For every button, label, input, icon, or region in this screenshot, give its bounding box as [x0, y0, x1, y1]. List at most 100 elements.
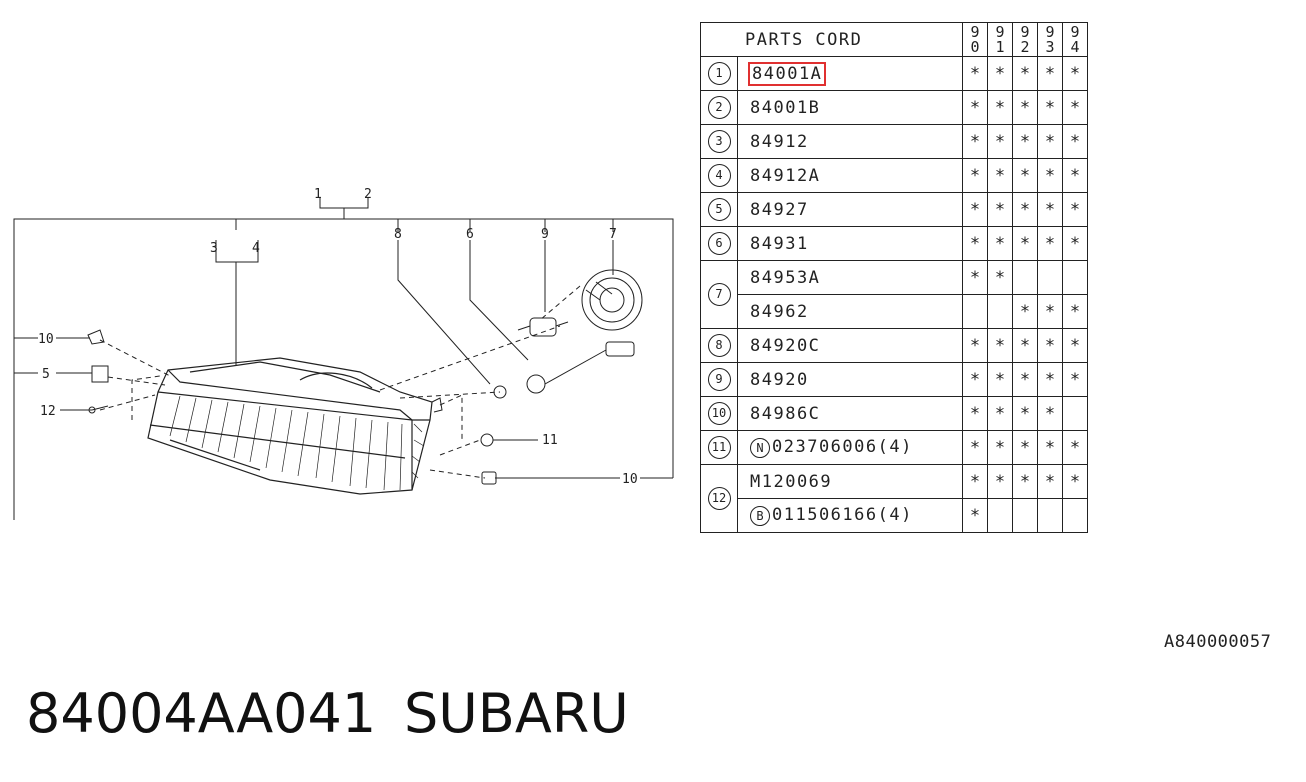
part-code-highlighted[interactable]: 84001A — [747, 61, 827, 86]
part-code[interactable]: 84912A — [750, 165, 821, 186]
parts-cord-header: PARTS CORD — [700, 22, 963, 57]
year-applicability-cell: * — [1062, 362, 1088, 397]
part-code[interactable]: 84920 — [750, 369, 809, 390]
year-applicability-cell: * — [962, 430, 988, 465]
part-code-cell: 84962 — [737, 294, 963, 329]
part-code[interactable]: 84001B — [750, 97, 821, 118]
year-applicability-cell: * — [1037, 90, 1063, 125]
part-code-cell: 84920C — [737, 328, 963, 363]
callout-8: 8 — [394, 227, 402, 242]
callout-3: 3 — [210, 241, 218, 256]
ref-number-cell: 11 — [700, 430, 738, 465]
part-code[interactable]: 023706006(4) — [772, 437, 913, 457]
part-code-cell: 84953A — [737, 260, 963, 295]
ref-number-cell: 12 — [700, 464, 738, 533]
year-applicability-cell: * — [1037, 192, 1063, 227]
ref-number: 8 — [707, 334, 731, 357]
part-code[interactable]: 84912 — [750, 131, 809, 152]
part-code-cell: 84920 — [737, 362, 963, 397]
part-code[interactable]: 84927 — [750, 199, 809, 220]
ref-number-cell: 8 — [700, 328, 738, 363]
year-applicability-cell: * — [987, 90, 1013, 125]
ref-number-cell: 2 — [700, 90, 738, 125]
year-applicability-cell: * — [1062, 158, 1088, 193]
part-code[interactable]: 84986C — [750, 403, 821, 424]
year-applicability-cell — [1062, 498, 1088, 533]
part-code-cell: 84986C — [737, 396, 963, 431]
year-applicability-cell: * — [1062, 192, 1088, 227]
footer-brand: SUBARU — [404, 682, 629, 745]
part-code[interactable]: 84962 — [750, 301, 809, 322]
ref-number: 5 — [707, 198, 731, 221]
year-applicability-cell: * — [1062, 90, 1088, 125]
part-code-cell: M120069 — [737, 464, 963, 499]
part-code[interactable]: 84920C — [750, 335, 821, 356]
year-applicability-cell: * — [1062, 226, 1088, 261]
year-applicability-cell: * — [962, 396, 988, 431]
year-applicability-cell: * — [962, 498, 988, 533]
ref-number-cell: 10 — [700, 396, 738, 431]
callout-10-left: 10 — [38, 332, 54, 347]
part-code[interactable]: 84953A — [750, 267, 821, 288]
ref-number-cell: 1 — [700, 56, 738, 91]
ref-number-cell: 4 — [700, 158, 738, 193]
year-applicability-cell: * — [962, 192, 988, 227]
callout-10-right: 10 — [622, 472, 638, 487]
year-applicability-cell: * — [1012, 294, 1038, 329]
year-applicability-cell: * — [1012, 328, 1038, 363]
year-applicability-cell — [1037, 260, 1063, 295]
ref-number-cell: 7 — [700, 260, 738, 329]
year-applicability-cell: * — [987, 396, 1013, 431]
year-applicability-cell: * — [962, 362, 988, 397]
ref-number: 9 — [707, 368, 731, 391]
part-code-cell: 84001B — [737, 90, 963, 125]
year-applicability-cell: * — [1012, 464, 1038, 499]
ref-number: 12 — [707, 487, 731, 510]
year-applicability-cell — [987, 294, 1013, 329]
year-applicability-cell: * — [1012, 430, 1038, 465]
year-applicability-cell: * — [1012, 226, 1038, 261]
year-applicability-cell: * — [962, 124, 988, 159]
year-applicability-cell: * — [1012, 124, 1038, 159]
year-applicability-cell: * — [987, 260, 1013, 295]
year-applicability-cell: * — [1062, 430, 1088, 465]
year-applicability-cell: * — [1037, 294, 1063, 329]
part-code-cell: 84001A — [737, 56, 963, 91]
year-applicability-cell — [962, 294, 988, 329]
ref-number: 3 — [707, 130, 731, 153]
year-applicability-cell: * — [1037, 328, 1063, 363]
year-applicability-cell: * — [987, 226, 1013, 261]
year-applicability-cell: * — [1012, 158, 1038, 193]
year-applicability-cell: * — [962, 328, 988, 363]
year-applicability-cell — [1012, 260, 1038, 295]
year-applicability-cell: * — [987, 124, 1013, 159]
year-applicability-cell: * — [987, 56, 1013, 91]
parts-cord-label: PARTS CORD — [745, 29, 863, 50]
part-code-cell: 84927 — [737, 192, 963, 227]
year-applicability-cell: * — [1037, 56, 1063, 91]
year-applicability-cell: * — [987, 328, 1013, 363]
year-applicability-cell — [987, 498, 1013, 533]
part-code[interactable]: 011506166(4) — [772, 505, 913, 525]
part-code[interactable]: M120069 — [750, 471, 833, 492]
part-code-cell: 84931 — [737, 226, 963, 261]
part-code[interactable]: 84931 — [750, 233, 809, 254]
year-applicability-cell — [1062, 396, 1088, 431]
year-applicability-cell: * — [1012, 192, 1038, 227]
year-applicability-cell: * — [1012, 90, 1038, 125]
part-prefix-badge: N — [750, 438, 770, 458]
part-code-cell: 84912A — [737, 158, 963, 193]
ref-number-cell: 9 — [700, 362, 738, 397]
year-applicability-cell: * — [1012, 56, 1038, 91]
callout-12: 12 — [40, 404, 56, 419]
